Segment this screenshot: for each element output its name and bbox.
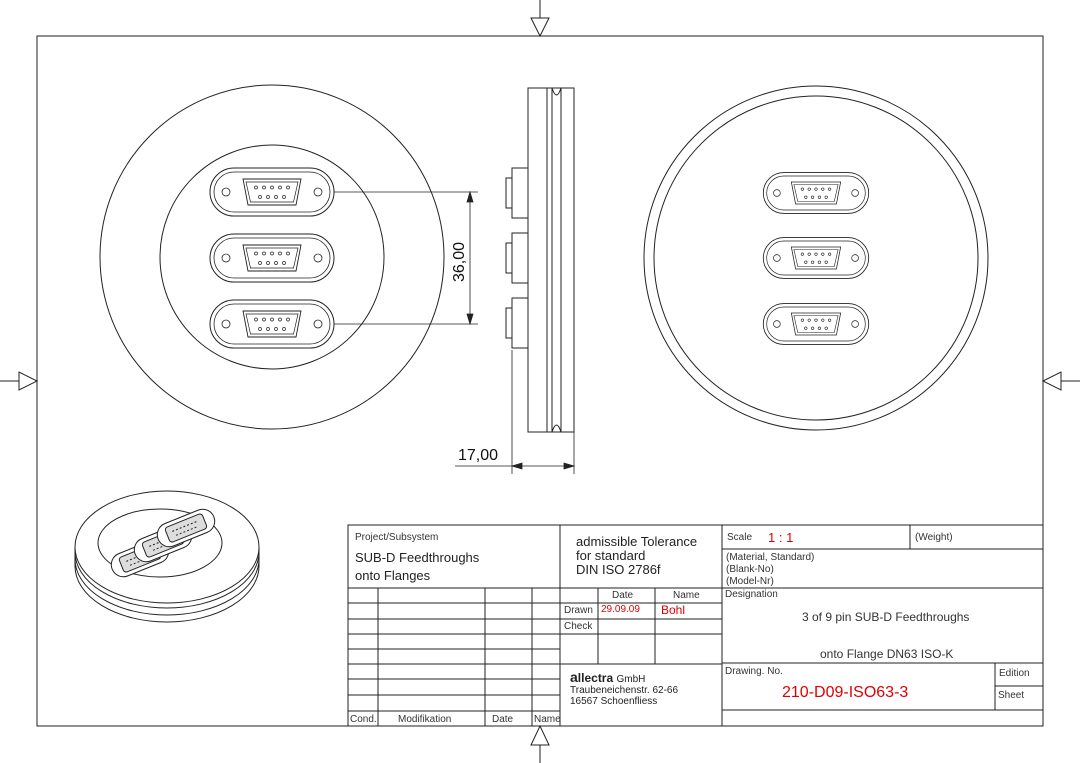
designation-label: Designation [725, 589, 778, 600]
company-brand-a: a [570, 669, 578, 685]
name-header: Name [673, 590, 700, 601]
project-label: Project/Subsystem [355, 532, 439, 543]
company-street: Traubeneichenstr. 62-66 [570, 685, 679, 696]
tolerance-line-2: for standard [576, 548, 646, 563]
model-label: (Model-Nr) [726, 576, 774, 587]
isometric-view [74, 490, 260, 623]
tolerance-line-1: admissible Tolerance [576, 534, 698, 549]
blank-label: (Blank-No) [726, 564, 774, 575]
drawing-no-label: Drawing. No. [725, 666, 783, 677]
designation-line-1: 3 of 9 pin SUB-D Feedthroughs [802, 610, 970, 624]
back-view [643, 85, 989, 431]
weight-label: (Weight) [915, 532, 953, 543]
thickness-dimension [455, 350, 576, 474]
column-modifikation: Modifikation [398, 714, 452, 725]
scale-value: 1 : 1 [768, 530, 794, 545]
drawn-name: Bohl [661, 603, 686, 617]
column-cond: Cond. [350, 714, 377, 725]
column-name: Name [534, 714, 561, 725]
company-logo: allectra GmbH [570, 670, 645, 685]
pitch-dimension-label: 36,00 [451, 241, 468, 282]
scale-label: Scale [727, 532, 753, 543]
material-label: (Material, Standard) [726, 552, 815, 563]
edition-label: Edition [999, 668, 1030, 679]
date-header: Date [612, 590, 634, 601]
sheet-label: Sheet [998, 690, 1025, 701]
drawing-number: 210-D09-ISO63-3 [782, 684, 909, 701]
check-label: Check [564, 621, 593, 632]
column-date: Date [492, 714, 514, 725]
drawn-date: 29.09.09 [601, 604, 640, 615]
front-view [99, 84, 445, 430]
company-suffix: GmbH [616, 674, 646, 685]
designation-line-2: onto Flange DN63 ISO-K [820, 647, 954, 661]
project-line-1: SUB-D Feedthroughs [355, 550, 480, 565]
thickness-dimension-label: 17,00 [458, 447, 499, 464]
tolerance-line-3: DIN ISO 2786f [576, 562, 661, 577]
company-city: 16567 Schoenfliess [570, 696, 658, 707]
project-line-2: onto Flanges [355, 568, 431, 583]
drawn-label: Drawn [564, 605, 593, 616]
side-view [505, 87, 575, 433]
title-block-grid [347, 524, 1044, 727]
pitch-dimension [334, 190, 478, 326]
company-brand-rest: llectra [577, 671, 614, 685]
